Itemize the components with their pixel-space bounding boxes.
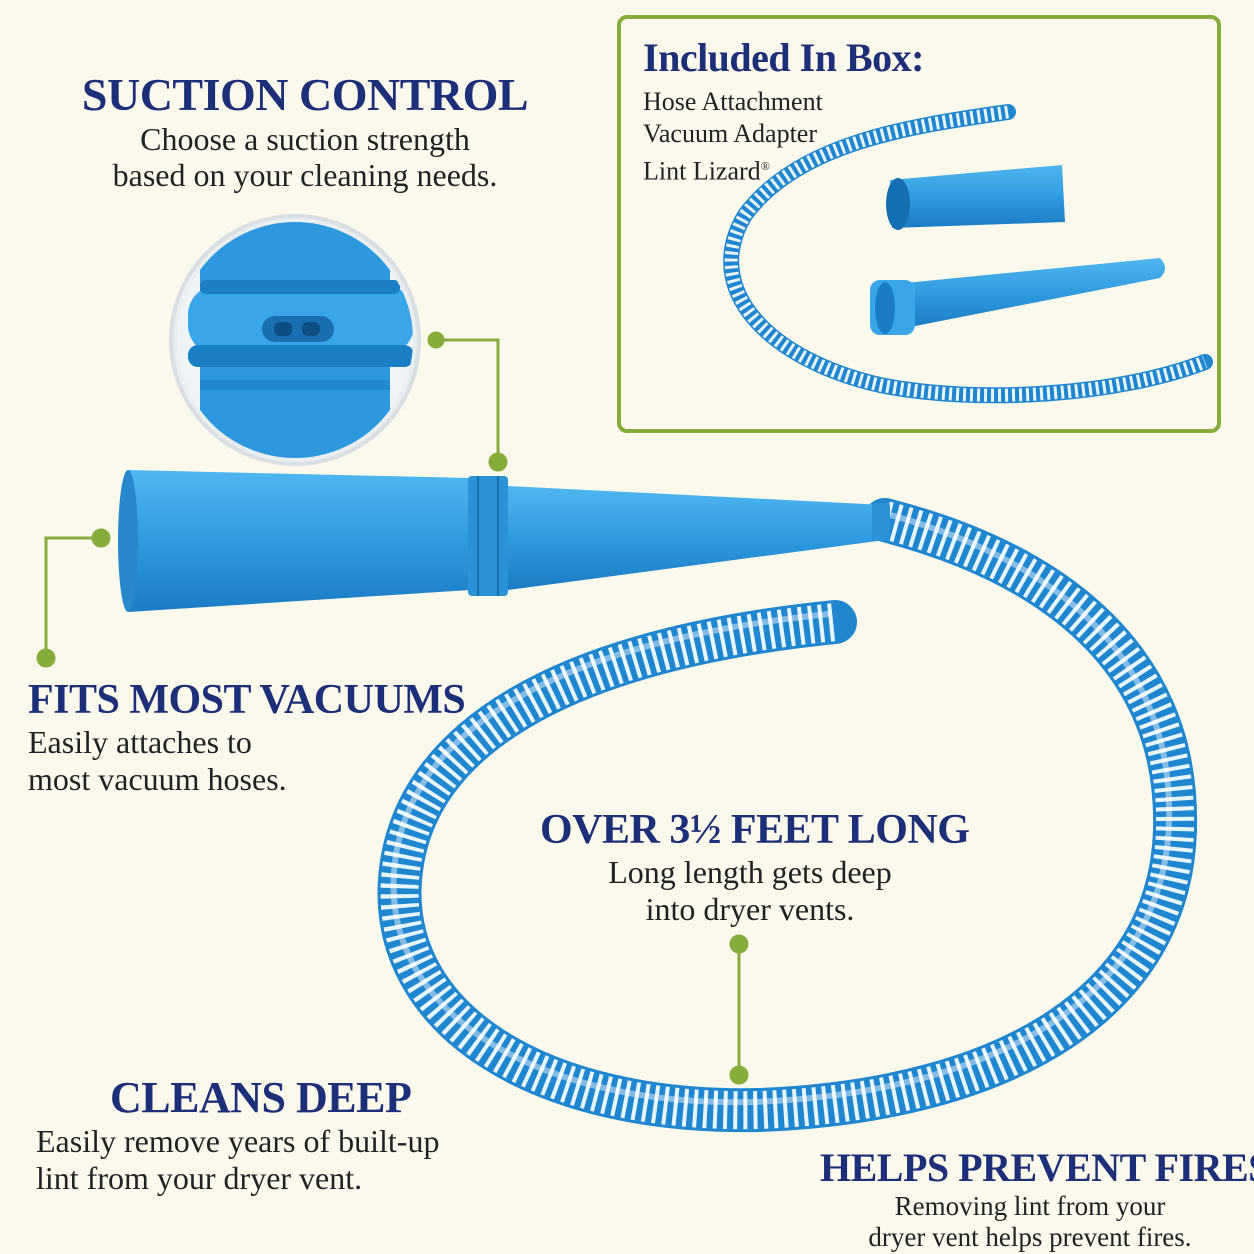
cleans-line-1: Easily remove years of built-up: [36, 1123, 440, 1159]
box-title: Included In Box:: [643, 35, 924, 80]
suction-section: SUCTION CONTROL Choose a suction strengt…: [60, 68, 550, 193]
fits-heading: FITS MOST VACUUMS: [28, 677, 466, 723]
callout-lines: [36, 331, 749, 1085]
fires-heading: HELPS PREVENT FIRES: [820, 1145, 1254, 1190]
box-item-hose: Hose Attachment: [643, 87, 823, 116]
cleans-heading: CLEANS DEEP: [110, 1073, 412, 1122]
suction-heading: SUCTION CONTROL: [81, 69, 529, 120]
suction-line-2: based on your cleaning needs.: [112, 157, 498, 193]
nozzle: [118, 470, 890, 612]
length-line-1: Long length gets deep: [608, 854, 892, 890]
hose: [377, 498, 1198, 1133]
fires-line-1: Removing lint from your: [894, 1191, 1166, 1221]
trademark-mark: ®: [760, 159, 770, 173]
fits-line-2: most vacuum hoses.: [28, 761, 287, 797]
fits-section: FITS MOST VACUUMS Easily attaches to mos…: [28, 676, 466, 798]
fits-line-1: Easily attaches to: [28, 724, 252, 760]
length-heading: OVER 3½ FEET LONG: [540, 807, 970, 853]
included-in-box-panel: [617, 15, 1221, 433]
length-section: OVER 3½ FEET LONG Long length gets deep …: [540, 806, 970, 928]
suction-zoom: [169, 214, 421, 466]
box-item-lizard: Lint Lizard®: [643, 156, 770, 186]
box-item-list: Hose Attachment Vacuum Adapter Lint Liza…: [643, 86, 823, 188]
suction-line-1: Choose a suction strength: [140, 121, 470, 157]
cleans-line-2: lint from your dryer vent.: [36, 1160, 363, 1196]
fires-line-2: dryer vent helps prevent fires.: [868, 1222, 1192, 1252]
box-item-adapter: Vacuum Adapter: [643, 119, 818, 148]
cleans-section: CLEANS DEEP Easily remove years of built…: [36, 1072, 439, 1197]
length-line-2: into dryer vents.: [645, 891, 855, 927]
box-contents: [723, 104, 1213, 404]
fires-section: HELPS PREVENT FIRES Removing lint from y…: [820, 1144, 1254, 1253]
